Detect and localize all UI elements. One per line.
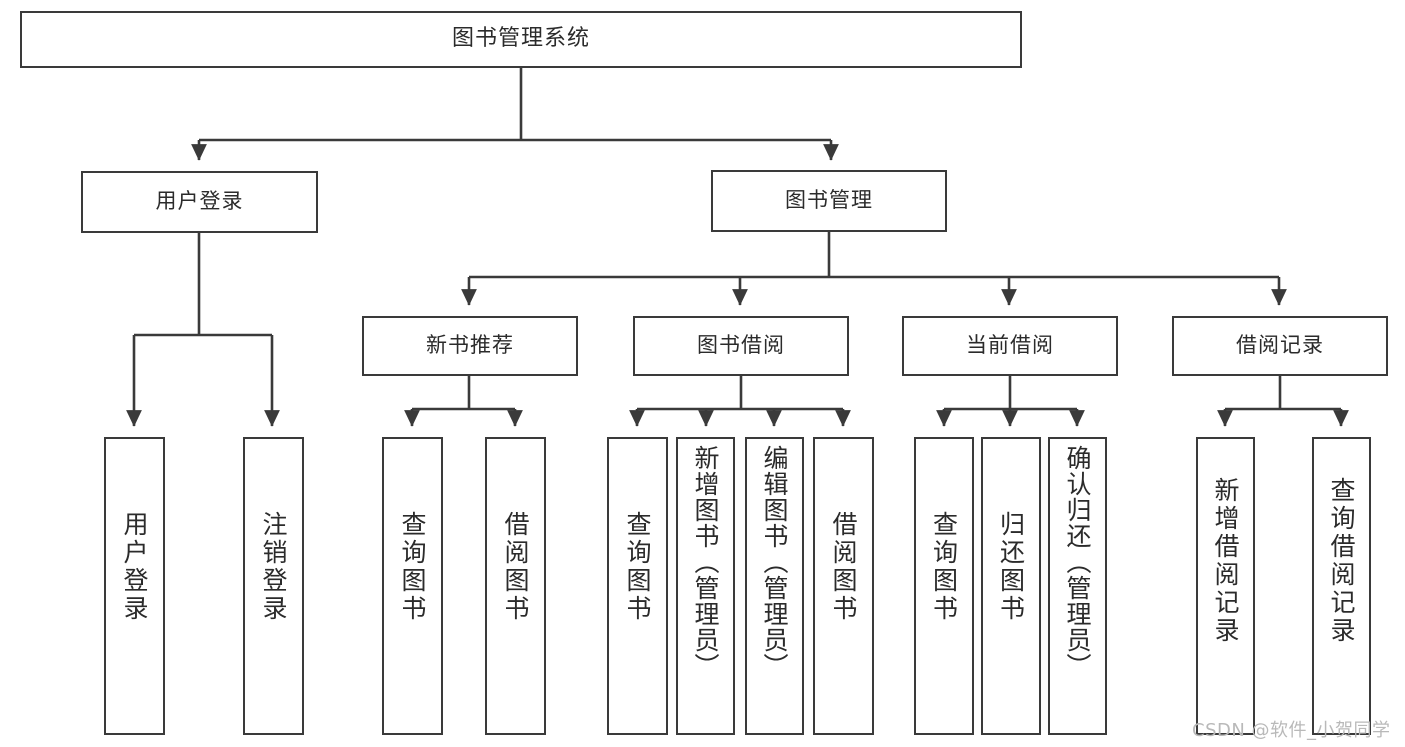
node-label: 新书推荐 (426, 333, 514, 358)
leaf-query-book-2[interactable]: 查询图书 (607, 437, 668, 735)
node-borrow-record[interactable]: 借阅记录 (1172, 316, 1388, 376)
node-label: 新增图书（管理员） (691, 445, 720, 679)
node-label: 借阅记录 (1236, 333, 1324, 358)
node-label: 注销登录 (259, 511, 288, 623)
node-label: 查询图书 (398, 511, 427, 623)
csdn-watermark: CSDN @软件_小贺同学 (1192, 720, 1391, 741)
node-label: 用户登录 (120, 511, 149, 623)
leaf-borrow-book-1[interactable]: 借阅图书 (485, 437, 546, 735)
leaf-borrow-book-2[interactable]: 借阅图书 (813, 437, 874, 735)
node-label: 借阅图书 (501, 511, 530, 623)
node-root-book-management-system[interactable]: 图书管理系统 (20, 11, 1022, 68)
leaf-add-borrow-record[interactable]: 新增借阅记录 (1196, 437, 1255, 735)
node-new-book-recommend[interactable]: 新书推荐 (362, 316, 578, 376)
node-label: 查询借阅记录 (1327, 477, 1356, 645)
node-book-borrow[interactable]: 图书借阅 (633, 316, 849, 376)
leaf-logout-login[interactable]: 注销登录 (243, 437, 304, 735)
node-label: 编辑图书（管理员） (760, 445, 789, 679)
node-label: 借阅图书 (829, 511, 858, 623)
node-user-login[interactable]: 用户登录 (81, 171, 318, 233)
node-label: 确认归还（管理员） (1063, 445, 1092, 679)
node-label: 当前借阅 (966, 333, 1054, 358)
leaf-query-borrow-record[interactable]: 查询借阅记录 (1312, 437, 1371, 735)
leaf-return-book[interactable]: 归还图书 (981, 437, 1041, 735)
leaf-confirm-return-admin[interactable]: 确认归还（管理员） (1048, 437, 1107, 735)
node-label: 归还图书 (996, 511, 1026, 623)
leaf-user-login[interactable]: 用户登录 (104, 437, 165, 735)
leaf-edit-book-admin[interactable]: 编辑图书（管理员） (745, 437, 804, 735)
node-current-borrow[interactable]: 当前借阅 (902, 316, 1118, 376)
node-label: 查询图书 (929, 511, 959, 623)
leaf-add-book-admin[interactable]: 新增图书（管理员） (676, 437, 735, 735)
node-label: 查询图书 (623, 511, 652, 623)
node-label: 图书管理系统 (451, 26, 590, 52)
node-label: 新增借阅记录 (1211, 477, 1240, 645)
node-book-manage[interactable]: 图书管理 (711, 170, 947, 232)
node-label: 图书借阅 (697, 333, 785, 358)
node-label: 图书管理 (785, 188, 873, 213)
leaf-query-book-3[interactable]: 查询图书 (914, 437, 974, 735)
node-label: 用户登录 (155, 189, 244, 214)
leaf-query-book-1[interactable]: 查询图书 (382, 437, 443, 735)
